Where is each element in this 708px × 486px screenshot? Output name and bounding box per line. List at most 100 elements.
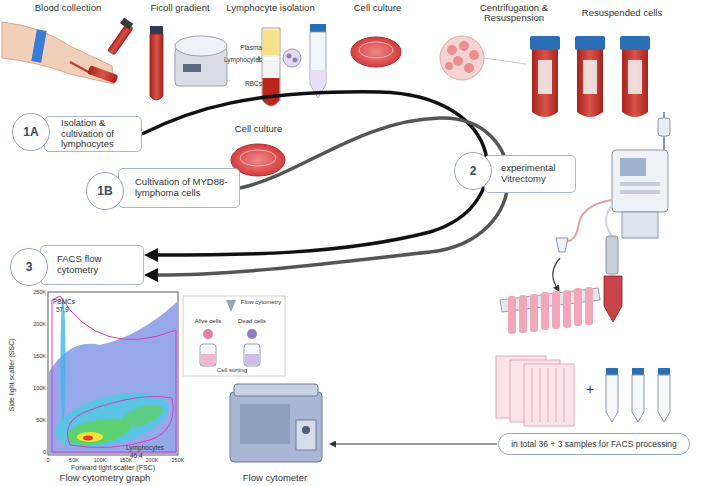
- tube-cap: [310, 24, 326, 32]
- scatter-density: [64, 415, 131, 450]
- sample-tube: [563, 290, 571, 328]
- text-label: Cell culture: [226, 124, 291, 134]
- text-label: 100K: [22, 385, 46, 391]
- lymphocyte-gate: [68, 397, 174, 448]
- centrifuge-lid: [175, 36, 227, 56]
- cytometer-panel: [240, 404, 290, 444]
- cytometer-sensor: [302, 426, 310, 434]
- tube-cap: [120, 17, 133, 29]
- vitrector-handpiece: [606, 236, 618, 274]
- text-label: 50K: [62, 457, 86, 463]
- tube-cap: [530, 36, 560, 50]
- ficoll-tube: [150, 34, 163, 100]
- step-circle: 1A: [12, 113, 50, 151]
- step-circle: 1B: [86, 172, 124, 210]
- tube-cap: [575, 36, 605, 50]
- sort-tube: [200, 344, 216, 366]
- vitrectomy-console: [612, 150, 668, 212]
- tube-content: [245, 354, 259, 365]
- node-text-group: Cultivation of MYD88-lymphoma cells: [135, 177, 235, 199]
- resuspended-tube: [577, 50, 603, 117]
- callout-number: 1B: [87, 184, 123, 198]
- sample-tube: [530, 294, 538, 332]
- cell-dot: [287, 54, 292, 59]
- sample-tube: [585, 287, 593, 325]
- callout-number: 2: [455, 164, 491, 178]
- step-circle: 2: [454, 152, 492, 190]
- text-label: 150K: [22, 353, 46, 359]
- tourniquet: [31, 29, 46, 62]
- step-box: FACS flow cytometry: [40, 245, 144, 285]
- text-label: Cell sorting: [204, 367, 260, 374]
- plasma-layer: [263, 30, 280, 55]
- control-tube: [632, 375, 644, 422]
- scatter-density: [77, 432, 103, 442]
- tube-label: [538, 60, 552, 94]
- console-slot: [620, 190, 660, 194]
- node-text-group: 2: [455, 164, 491, 178]
- text-label: Forward light scatter (FSC): [48, 464, 178, 472]
- step-box: Cultivation of MYD88-lymphoma cells: [118, 168, 240, 208]
- control-tube: [658, 375, 670, 422]
- text-label: Resuspended cells: [572, 8, 672, 18]
- inset-panel: [183, 296, 285, 376]
- cell: [453, 56, 463, 66]
- collection-tube: [604, 276, 622, 322]
- node-label: experimental Vitrectomy: [501, 163, 571, 185]
- tube-line: [556, 368, 557, 422]
- text-label: 57,9: [56, 306, 86, 313]
- cell: [464, 63, 474, 73]
- node-text-group: Isolation & cultivation of lymphocytes: [61, 118, 137, 151]
- text-label: 200K: [22, 321, 46, 327]
- tube-line: [540, 368, 541, 422]
- plot-area: [48, 292, 178, 455]
- node-label: in total 36 + 3 samples for FACS process…: [499, 439, 689, 449]
- step-box: experimental Vitrectomy: [484, 155, 576, 193]
- tube-line: [548, 368, 549, 422]
- tubing: [566, 200, 612, 242]
- tube-set: [524, 364, 574, 426]
- tube-label: [583, 60, 597, 94]
- blood-tube: [87, 65, 118, 84]
- sample-tube: [541, 292, 549, 330]
- node-label: Cultivation of MYD88-lymphoma cells: [135, 177, 235, 199]
- text-label: 250K: [22, 289, 46, 295]
- text-label: RBCs: [236, 80, 262, 87]
- node-text-group: 1A: [13, 125, 49, 139]
- node-text-group: experimental Vitrectomy: [501, 163, 571, 185]
- flow-cytometer: [230, 392, 322, 462]
- note-box: in total 36 + 3 samples for FACS process…: [498, 433, 690, 455]
- centrifuge-display: [183, 64, 201, 72]
- text-label: Centrifugation & Resuspension: [462, 3, 566, 24]
- cell-cluster: [440, 36, 484, 80]
- tubing: [606, 205, 612, 236]
- resuspended-tube: [532, 50, 558, 117]
- nozzle: [226, 300, 236, 312]
- text-label: Lymphocytes: [126, 444, 176, 451]
- cell: [447, 45, 457, 55]
- separation-tube: [262, 28, 280, 106]
- control-tube: [606, 375, 618, 422]
- cell-dot: [293, 58, 298, 63]
- text-label: Flow cytometry graph: [40, 473, 170, 483]
- tube-cap: [632, 368, 644, 375]
- dead-cell: [247, 329, 257, 339]
- text-label: 250K: [166, 457, 190, 463]
- petri-dish: [351, 37, 401, 67]
- text-label: 200K: [140, 457, 164, 463]
- sort-tube: [244, 344, 260, 366]
- text-label: Lymphocyte isolation: [218, 3, 323, 13]
- sample-tube: [508, 296, 516, 334]
- sample-tube: [552, 291, 560, 329]
- text-label: Flow cytometer: [225, 473, 325, 483]
- conical-tube: [310, 32, 326, 98]
- cell-layer: [240, 150, 276, 166]
- node-text-group: 1B: [87, 184, 123, 198]
- text-label: +: [580, 382, 600, 397]
- text-label: 0: [22, 449, 46, 455]
- console-slot: [620, 182, 660, 186]
- tube-content: [311, 70, 326, 97]
- text-label: 100K: [88, 457, 112, 463]
- process-arrow: [553, 258, 560, 286]
